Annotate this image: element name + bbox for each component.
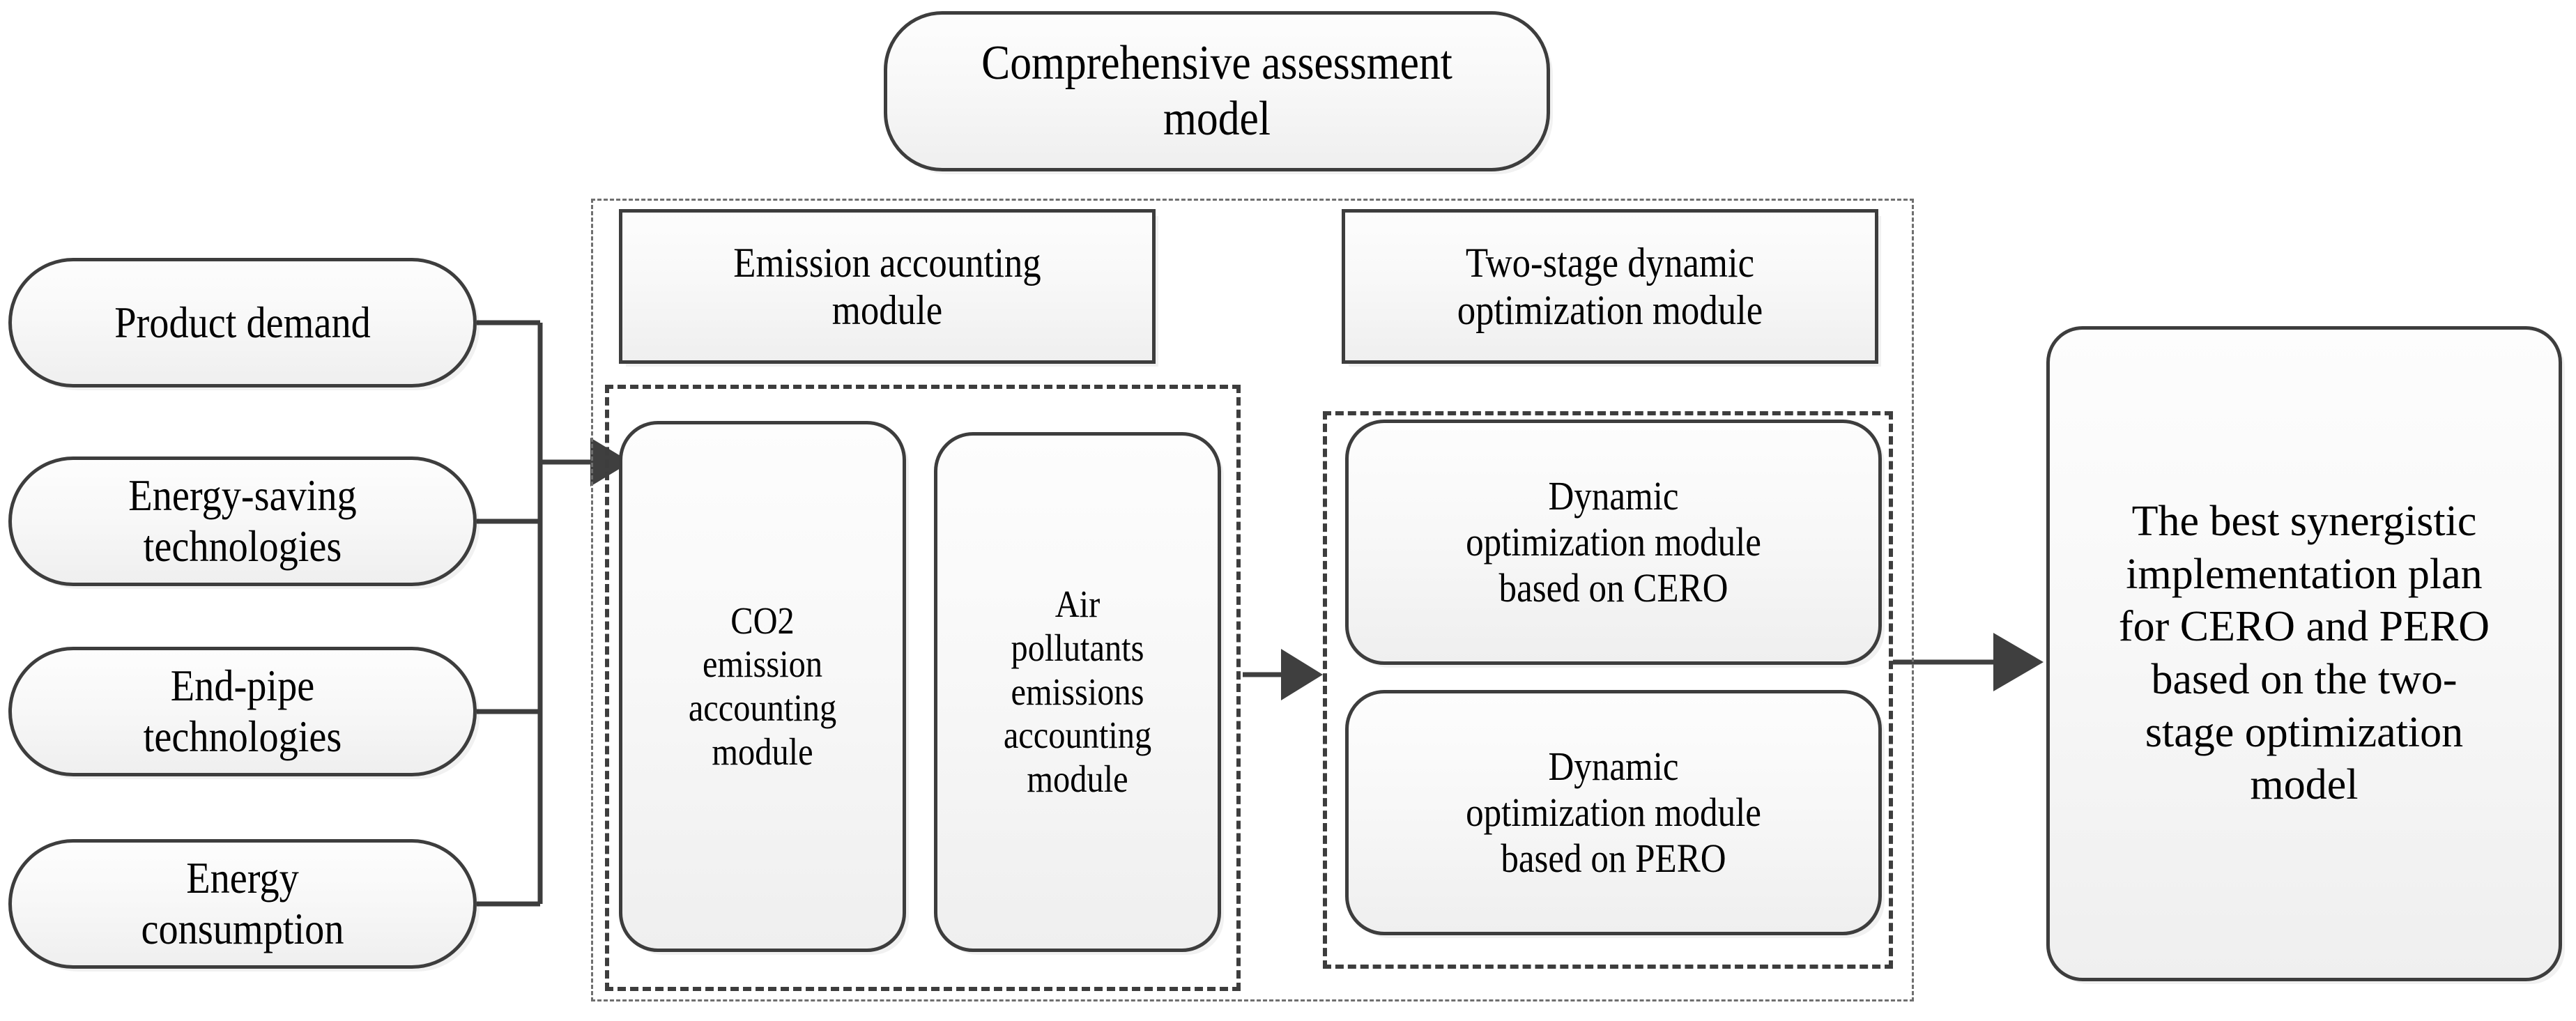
emission-accounting-group	[605, 385, 1241, 991]
title-label: Comprehensive assessment model	[981, 36, 1452, 146]
module-dynamic-optimization-cero: Dynamic optimization module based on CER…	[1345, 420, 1882, 665]
input-label: Energy-saving technologies	[128, 470, 357, 571]
module-label: Dynamic optimization module based on CER…	[1466, 473, 1761, 611]
module-header-two-stage-dynamic-optimization: Two-stage dynamic optimization module	[1342, 209, 1878, 364]
input-node-end-pipe-technologies: End-pipe technologies	[8, 647, 477, 776]
module-dynamic-optimization-pero: Dynamic optimization module based on PER…	[1345, 690, 1882, 935]
input-node-energy-saving-technologies: Energy-saving technologies	[8, 456, 477, 586]
outcome-label: The best synergistic implementation plan…	[2118, 498, 2490, 809]
comprehensive-assessment-model-container	[591, 199, 1914, 1001]
module-label: Dynamic optimization module based on PER…	[1466, 743, 1761, 882]
outcome-best-synergistic-implementation-plan: The best synergistic implementation plan…	[2046, 326, 2562, 981]
module-label: Air pollutants emissions accounting modu…	[1003, 583, 1152, 801]
input-bracket	[477, 320, 543, 907]
arrow-optimization-to-outcome	[1893, 633, 2044, 691]
module-header-label: Emission accounting module	[733, 239, 1041, 333]
input-label: Product demand	[114, 297, 371, 347]
input-node-energy-consumption: Energy consumption	[8, 839, 477, 969]
input-node-product-demand: Product demand	[8, 258, 477, 387]
module-header-emission-accounting: Emission accounting module	[619, 209, 1156, 364]
two-stage-optimization-group	[1323, 411, 1893, 969]
module-air-pollutants-emissions-accounting: Air pollutants emissions accounting modu…	[934, 432, 1221, 952]
input-label: Energy consumption	[141, 853, 344, 953]
input-label: End-pipe technologies	[143, 661, 342, 761]
module-header-label: Two-stage dynamic optimization module	[1457, 239, 1763, 333]
module-co2-emission-accounting: CO2 emission accounting module	[619, 421, 906, 952]
module-label: CO2 emission accounting module	[688, 599, 837, 773]
comprehensive-assessment-model-title: Comprehensive assessment model	[884, 11, 1550, 171]
